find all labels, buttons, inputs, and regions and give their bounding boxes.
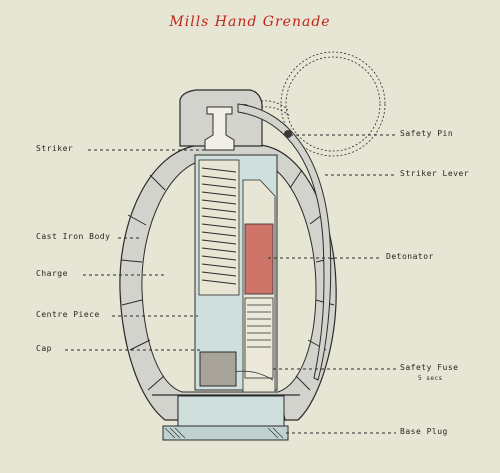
label-fuse-time: 5 secs	[418, 375, 443, 382]
label-safety-fuse: Safety Fuse	[400, 363, 459, 372]
safety-pin-ring	[245, 51, 386, 157]
striker-housing	[179, 89, 263, 151]
detonator-capsule	[244, 223, 274, 295]
leader-lines	[65, 134, 396, 434]
label-base-plug: Base Plug	[400, 427, 448, 436]
striker-lever	[237, 103, 332, 381]
base-plug	[162, 395, 289, 441]
label-safety-pin: Safety Pin	[400, 129, 454, 138]
label-charge: Charge	[36, 269, 68, 278]
cap	[199, 351, 237, 387]
label-centre-piece: Centre Piece	[36, 310, 100, 319]
label-striker-lever: Striker Lever	[400, 169, 470, 178]
label-striker: Striker	[36, 144, 74, 153]
label-cap: Cap	[36, 344, 52, 353]
label-detonator: Detonator	[386, 252, 434, 261]
safety-fuse	[204, 297, 274, 386]
label-cast-iron-body: Cast Iron Body	[36, 232, 111, 241]
diagram-title: Mills Hand Grenade	[169, 14, 331, 30]
